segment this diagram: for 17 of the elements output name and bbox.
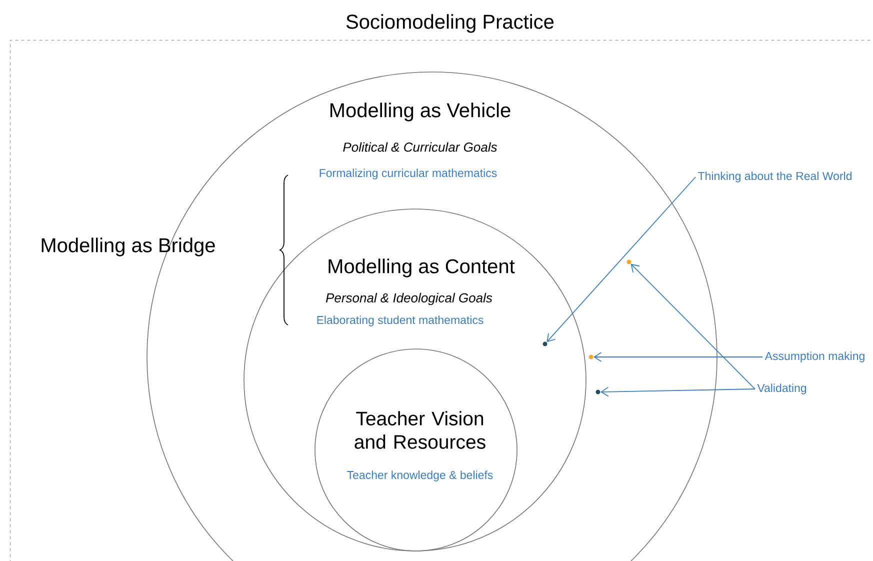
arrow	[630, 264, 756, 390]
heading: Modelling as Content	[328, 258, 515, 278]
arrow	[546, 176, 696, 342]
callout-text: Assumption making	[764, 352, 864, 362]
label-text: Modelling as Bridge	[42, 238, 215, 256]
title: Sociomodeling Practice	[346, 14, 554, 33]
goal-text: Personal & Ideological Goals	[326, 292, 492, 306]
heading: Teacher Vision and Resources	[354, 411, 486, 449]
callout-text: Validating	[757, 384, 806, 394]
callout-text: Thinking about the Real World	[698, 172, 852, 182]
note-text: Elaborating student mathematics	[317, 316, 484, 326]
arrow	[593, 352, 764, 362]
arrow	[600, 386, 756, 397]
goal-text: Political & Curricular Goals	[343, 142, 497, 152]
note-text: Formalizing curricular mathematics	[320, 168, 497, 180]
heading: Modelling as Vehicle	[330, 102, 510, 122]
note-text: Teacher knowledge & beliefs	[347, 470, 493, 482]
